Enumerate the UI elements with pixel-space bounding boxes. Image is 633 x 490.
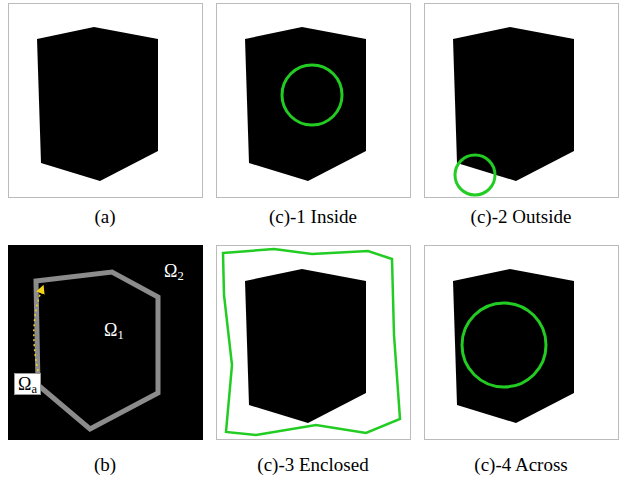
panel-b xyxy=(8,245,203,440)
panel-across xyxy=(425,246,619,440)
panel-caption: (c)-3 Enclosed xyxy=(257,455,368,474)
panel-a xyxy=(9,4,203,198)
panel-caption: (c)-4 Across xyxy=(474,455,567,474)
region-label: Ωa xyxy=(14,373,41,395)
region-label: Ω2 xyxy=(164,262,184,280)
panel-outside xyxy=(425,4,619,198)
panel-inside xyxy=(217,4,411,198)
panel-caption: (a) xyxy=(94,207,115,226)
panel-enclosed xyxy=(217,246,411,440)
panel-caption: (c)-2 Outside xyxy=(471,207,572,226)
panel-caption: (c)-1 Inside xyxy=(269,207,357,226)
panel-caption: (b) xyxy=(94,455,116,474)
region-label: Ω1 xyxy=(104,321,124,339)
